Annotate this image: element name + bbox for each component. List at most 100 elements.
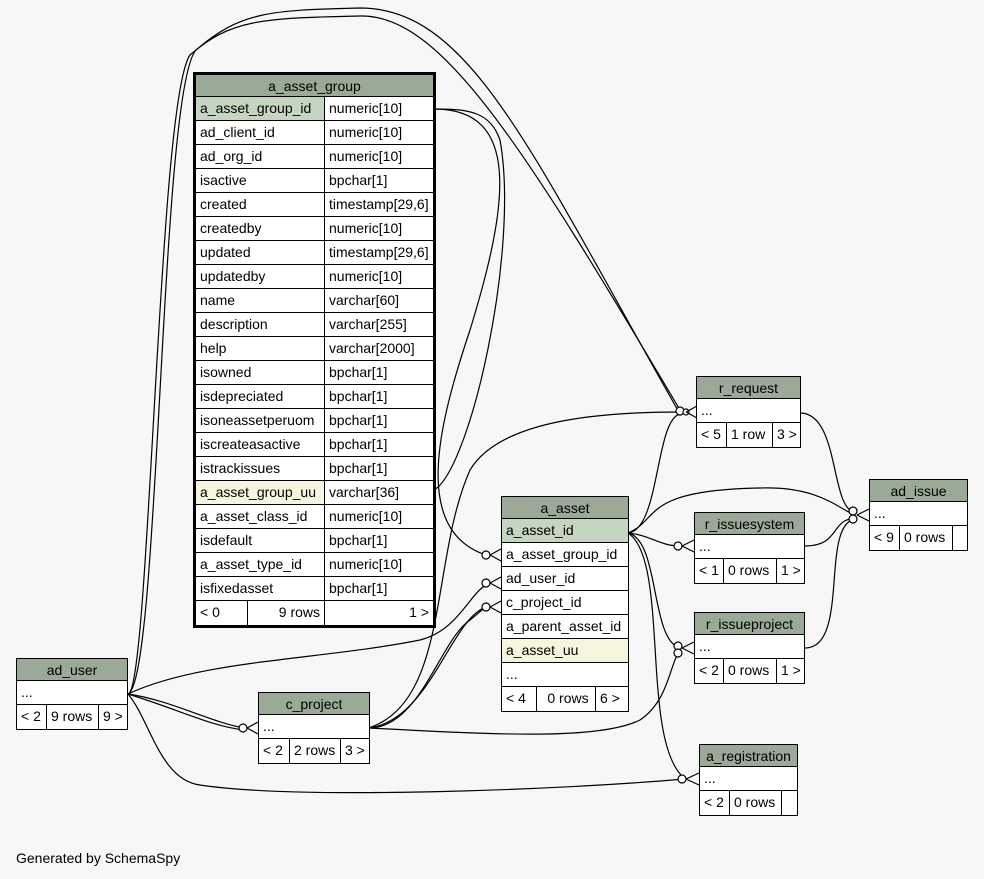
column-row: updatedby numeric[10] — [196, 265, 433, 289]
column-a-parent-asset-id: a_parent_asset_id — [502, 615, 628, 639]
column-name: a_asset_group_id — [196, 97, 324, 120]
prev-count: < 0 — [200, 604, 220, 620]
column-row: iscreateasactive bpchar[1] — [196, 433, 433, 457]
table-r-issueproject[interactable]: r_issueproject ... < 2 0 rows 1 > — [694, 612, 805, 684]
column-type: bpchar[1] — [324, 577, 433, 600]
column-type: bpchar[1] — [324, 433, 433, 456]
column-type: bpchar[1] — [324, 457, 433, 480]
table-title: ad_user — [17, 659, 127, 681]
table-footer: < 2 0 rows 1 > — [695, 659, 804, 683]
table-footer: < 2 9 rows 9 > — [17, 705, 127, 729]
column-c-project-id: c_project_id — [502, 591, 628, 615]
column-row: isdepreciated bpchar[1] — [196, 385, 433, 409]
table-body: ... — [697, 399, 800, 423]
table-title: r_issueproject — [695, 613, 804, 635]
table-footer: < 5 1 row 3 > — [697, 423, 800, 447]
column-name: help — [200, 340, 227, 356]
column-type: bpchar[1] — [324, 385, 433, 408]
table-title: r_request — [697, 377, 800, 399]
table-footer: < 9 0 rows — [870, 526, 967, 550]
column-name: a_asset_type_id — [200, 556, 302, 572]
table-title: c_project — [259, 693, 369, 715]
column-row: name varchar[60] — [196, 289, 433, 313]
column-type: bpchar[1] — [324, 529, 433, 552]
table-title: a_asset_group — [196, 75, 433, 97]
table-c-project[interactable]: c_project ... < 2 2 rows 3 > — [258, 692, 370, 764]
column-name: isowned — [200, 364, 252, 380]
column-row: isactive bpchar[1] — [196, 169, 433, 193]
column-ad-user-id: ad_user_id — [502, 567, 628, 591]
column-more: ... — [502, 663, 628, 687]
column-row: isowned bpchar[1] — [196, 361, 433, 385]
table-footer: < 2 0 rows — [700, 791, 797, 815]
table-body: ... — [700, 767, 797, 791]
table-footer: < 4 0 rows 6 > — [502, 687, 628, 711]
column-row: isfixedasset bpchar[1] — [196, 577, 433, 601]
column-row: help varchar[2000] — [196, 337, 433, 361]
column-type: numeric[10] — [324, 217, 433, 240]
row-count: 9 rows — [247, 601, 324, 625]
column-type: varchar[255] — [324, 313, 433, 336]
next-count: 1 > — [324, 601, 433, 625]
column-name: iscreateasactive — [200, 436, 301, 452]
column-name: a_asset_group_uu — [196, 481, 324, 504]
column-type: bpchar[1] — [324, 361, 433, 384]
table-ad-issue[interactable]: ad_issue ... < 9 0 rows — [869, 479, 968, 551]
column-name: name — [200, 292, 236, 308]
table-body: ... — [17, 681, 127, 705]
column-name: description — [200, 316, 268, 332]
column-type: numeric[10] — [324, 505, 433, 528]
column-name: updatedby — [200, 268, 266, 284]
table-title: a_asset — [502, 497, 628, 519]
column-name: isdefault — [200, 532, 253, 548]
column-type: numeric[10] — [324, 121, 433, 144]
next-count: 6 > — [595, 687, 628, 711]
row-count: 0 rows — [536, 687, 595, 711]
table-r-request[interactable]: r_request ... < 5 1 row 3 > — [696, 376, 801, 448]
column-type: numeric[10] — [324, 553, 433, 576]
column-type: numeric[10] — [324, 145, 433, 168]
table-body: ... — [695, 635, 804, 659]
column-name: isoneassetperuom — [200, 412, 315, 428]
column-type: varchar[60] — [324, 289, 433, 312]
table-title: r_issuesystem — [695, 513, 804, 535]
column-row: ad_client_id numeric[10] — [196, 121, 433, 145]
table-title: ad_issue — [870, 480, 967, 502]
table-a-asset[interactable]: a_asset a_asset_id a_asset_group_id ad_u… — [501, 496, 629, 712]
column-type: varchar[36] — [324, 481, 433, 504]
table-footer: < 2 2 rows 3 > — [259, 739, 369, 763]
column-type: bpchar[1] — [324, 169, 433, 192]
column-name: isfixedasset — [200, 580, 274, 596]
table-body: ... — [870, 502, 967, 526]
table-ad-user[interactable]: ad_user ... < 2 9 rows 9 > — [16, 658, 128, 730]
column-row: a_asset_type_id numeric[10] — [196, 553, 433, 577]
column-a-asset-group-id: a_asset_group_id — [502, 543, 628, 567]
prev-count: < 4 — [506, 690, 526, 706]
column-name: updated — [200, 244, 251, 260]
table-footer: < 1 0 rows 1 > — [695, 559, 804, 583]
column-name: ad_client_id — [200, 124, 275, 140]
column-name: isdepreciated — [200, 388, 284, 404]
column-name: isactive — [200, 172, 247, 188]
column-type: numeric[10] — [324, 265, 433, 288]
column-row: isdefault bpchar[1] — [196, 529, 433, 553]
table-body: ... — [259, 715, 369, 739]
table-title: a_registration — [700, 745, 797, 767]
column-type: timestamp[29,6] — [324, 193, 433, 216]
column-type: varchar[2000] — [324, 337, 433, 360]
column-a-asset-uu: a_asset_uu — [502, 639, 628, 663]
table-a-registration[interactable]: a_registration ... < 2 0 rows — [699, 744, 798, 816]
table-r-issuesystem[interactable]: r_issuesystem ... < 1 0 rows 1 > — [694, 512, 805, 584]
